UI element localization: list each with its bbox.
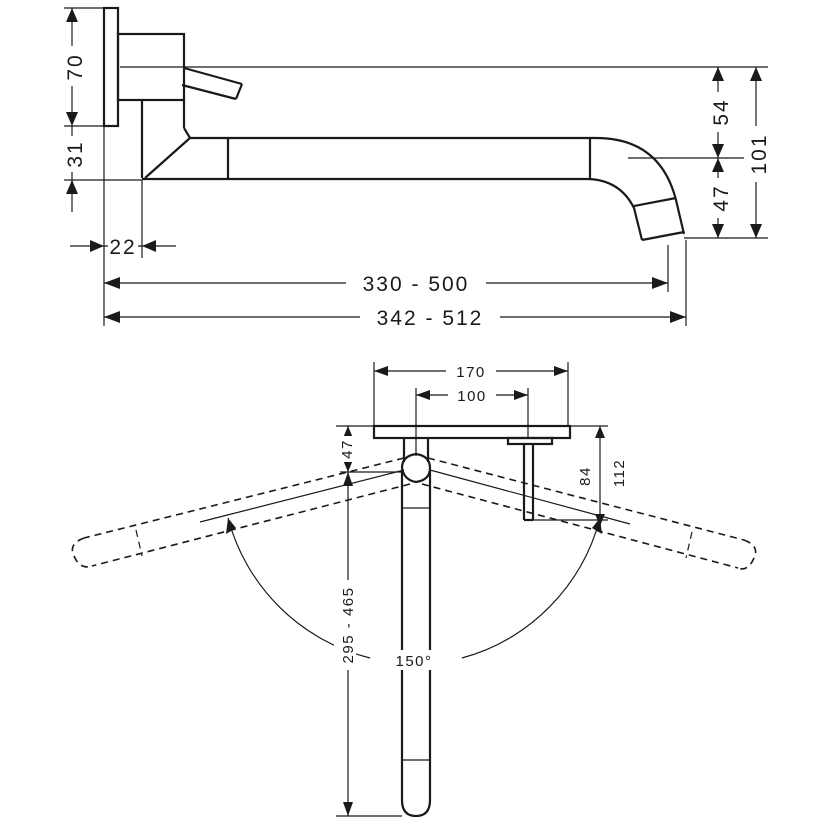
dim-295-465-label: 295 - 465: [340, 587, 357, 664]
spout-swung-right: [421, 457, 757, 570]
dim-170: 170: [374, 361, 568, 381]
dim-170-label: 170: [456, 364, 486, 381]
dim-112: 112: [595, 426, 630, 528]
dim-342-512-label: 342 - 512: [377, 307, 484, 330]
top-handle: [506, 436, 554, 522]
dim-70: 70: [60, 8, 87, 126]
spout-swung-left: [71, 457, 411, 568]
dim-22-label: 22: [109, 236, 136, 259]
dim-47-top-label: 47: [339, 439, 356, 459]
spout-straight: [400, 470, 432, 818]
top-extension-lines: [336, 362, 608, 817]
dim-54: 54: [706, 67, 733, 158]
dim-84: 84: [574, 458, 594, 494]
side-view: 70 31 22 330 - 500: [60, 6, 771, 330]
dim-22: 22: [70, 234, 176, 259]
spout-connector: [140, 100, 191, 179]
top-view: 150° 170 100: [71, 361, 757, 818]
top-wall-plate: [372, 424, 572, 440]
dim-295-465: 295 - 465: [334, 472, 357, 816]
dim-47: 47: [706, 158, 733, 238]
dim-101: 101: [744, 67, 771, 238]
angle-150-label: 150°: [395, 653, 432, 670]
dim-330-500-label: 330 - 500: [363, 273, 470, 296]
dim-100: 100: [416, 385, 528, 405]
dim-47-top: 47: [334, 426, 404, 473]
dim-31-label: 31: [64, 140, 87, 167]
swing-arc: 150°: [199, 469, 631, 670]
handle-lever: [181, 66, 244, 101]
dim-112-label: 112: [611, 459, 628, 487]
dim-100-label: 100: [457, 388, 487, 405]
spout-arm: [142, 136, 686, 242]
dim-101-label: 101: [748, 133, 771, 174]
dim-70-label: 70: [64, 53, 87, 80]
dim-342-512: 342 - 512: [104, 304, 686, 330]
dim-47-label: 47: [710, 184, 733, 211]
dim-84-label: 84: [577, 466, 594, 486]
wall-plate: [102, 6, 120, 128]
dim-330-500: 330 - 500: [104, 270, 668, 296]
dim-31: 31: [60, 126, 87, 212]
dim-54-label: 54: [710, 98, 733, 125]
side-extension-lines: [64, 7, 768, 326]
